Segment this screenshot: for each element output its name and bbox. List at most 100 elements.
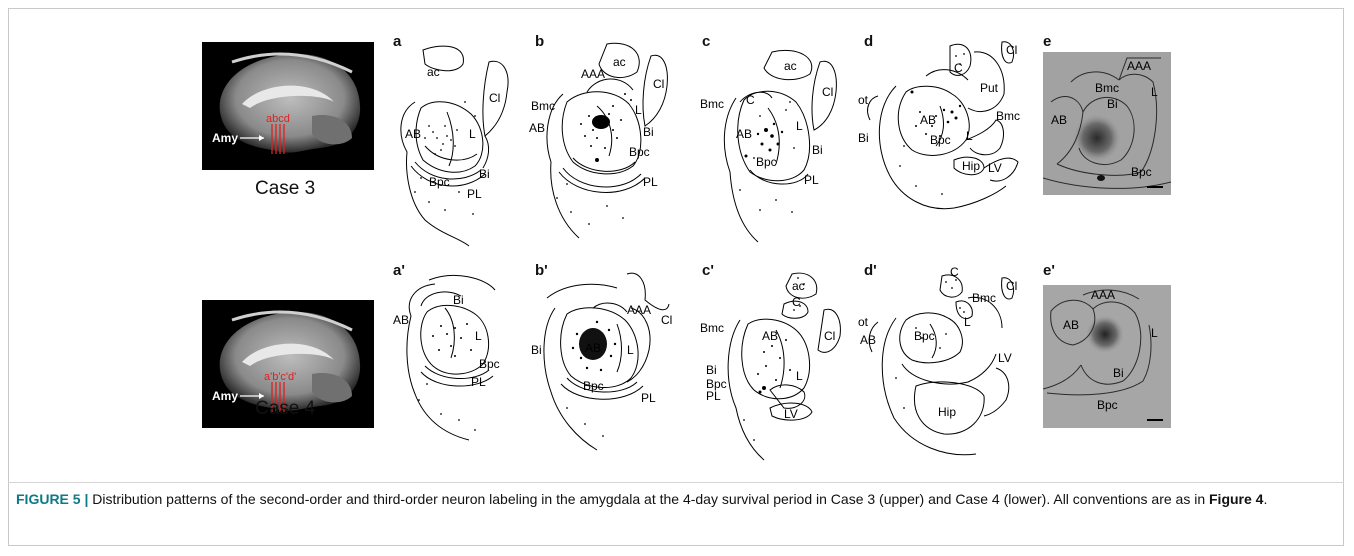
mri-sagittal-case3: abcd Amy	[202, 42, 374, 170]
micrograph-e: AAA Bmc Bi L AB Bpc	[1043, 52, 1171, 195]
region-label-hip: Hip	[938, 405, 956, 419]
region-label-bi: Bi	[858, 131, 869, 145]
caption-text: Distribution patterns of the second-orde…	[88, 491, 1209, 507]
region-label-lv: LV	[784, 407, 798, 421]
region-label-bi: Bi	[1107, 97, 1118, 111]
region-label-l: L	[796, 119, 803, 133]
region-label-ab: AB	[585, 341, 601, 355]
region-label-c: C	[950, 265, 959, 279]
region-label-ab: AB	[1063, 318, 1079, 332]
amy-label: Amy	[212, 131, 238, 145]
section-drawing-d: C Cl Put Bmc ot AB Bi Bpc L Hip LV	[856, 36, 1036, 256]
region-label-l: L	[627, 343, 634, 357]
region-label-lv: LV	[988, 161, 1002, 175]
region-label-bpc: Bpc	[429, 175, 450, 189]
region-label-bmc: Bmc	[996, 109, 1020, 123]
region-label-bi: Bi	[531, 343, 542, 357]
region-label-bpc: Bpc	[629, 145, 650, 159]
region-label-aaa: AAA	[581, 67, 605, 81]
region-label-hip: Hip	[962, 159, 980, 173]
region-label-bpc: Bpc	[479, 357, 500, 371]
section-drawing-d-prime: C Cl Bmc ot AB Bpc L LV Hip	[856, 268, 1036, 468]
region-label-pl: PL	[641, 391, 656, 405]
section-drawing-a: ac Cl AB L Bi Bpc PL	[385, 42, 525, 252]
caption-divider	[8, 482, 1344, 483]
region-label-pl: PL	[471, 375, 486, 389]
figure-label: FIGURE 5 |	[16, 491, 88, 507]
region-label-l: L	[966, 129, 973, 143]
region-label-bi: Bi	[1113, 366, 1124, 380]
region-label-cl: Cl	[661, 313, 672, 327]
region-label-ac: ac	[427, 65, 440, 79]
region-label-pl: PL	[804, 173, 819, 187]
region-label-c: C	[746, 93, 755, 107]
region-label-l: L	[1151, 85, 1158, 99]
region-label-cl: Cl	[824, 329, 835, 343]
region-label-ab: AB	[762, 329, 778, 343]
region-label-cl: Cl	[653, 77, 664, 91]
region-label-bpc: Bpc	[583, 379, 604, 393]
amy-label: Amy	[212, 389, 238, 403]
panel-letter-e-prime: e'	[1043, 262, 1055, 279]
region-label-aaa: AAA	[627, 303, 651, 317]
scale-bar	[1147, 186, 1163, 188]
region-label-ot: ot	[858, 315, 869, 329]
region-label-bi: Bi	[453, 293, 464, 307]
region-label-ab: AB	[736, 127, 752, 141]
region-label-pl: PL	[467, 187, 482, 201]
region-label-ac: ac	[792, 279, 805, 293]
scale-bar	[1147, 419, 1163, 421]
region-label-bi: Bi	[812, 143, 823, 157]
section-drawing-b: ac Cl AAA Bmc AB L Bi Bpc PL	[527, 38, 697, 253]
region-label-cl: Cl	[822, 85, 833, 99]
region-label-ab: AB	[405, 127, 421, 141]
mri-brain-image: abcd Amy	[202, 42, 374, 170]
region-label-pl: PL	[643, 175, 658, 189]
labeled-neurons-dots	[556, 93, 632, 225]
case4-label: Case 4	[255, 398, 315, 420]
region-label-l: L	[796, 369, 803, 383]
section-drawing-c: ac Cl C Bmc AB L Bi Bpc PL	[700, 40, 860, 250]
region-label-ot: ot	[858, 93, 869, 107]
region-label-bpc: Bpc	[756, 155, 777, 169]
region-label-bmc: Bmc	[531, 99, 555, 113]
figure-caption: FIGURE 5 | Distribution patterns of the …	[16, 490, 1336, 509]
region-label-l: L	[469, 127, 476, 141]
region-label-ab: AB	[393, 313, 409, 327]
region-label-ac: ac	[784, 59, 797, 73]
region-label-bi: Bi	[643, 125, 654, 139]
region-label-l: L	[1151, 326, 1158, 340]
region-label-bi: Bi	[706, 363, 717, 377]
region-label-bmc: Bmc	[700, 97, 724, 111]
region-label-aaa: AAA	[1091, 288, 1115, 302]
region-label-bi: Bi	[479, 167, 490, 181]
panel-letter-e: e	[1043, 33, 1051, 50]
figure-reference-link[interactable]: Figure 4	[1209, 491, 1263, 507]
region-label-bmc: Bmc	[700, 321, 724, 335]
region-label-ab: AB	[1051, 113, 1067, 127]
region-label-lv: LV	[998, 351, 1012, 365]
region-label-ab: AB	[529, 121, 545, 135]
region-label-bmc: Bmc	[972, 291, 996, 305]
region-label-l: L	[635, 103, 642, 117]
region-label-bpc: Bpc	[930, 133, 951, 147]
region-label-bpc: Bpc	[914, 329, 935, 343]
region-label-put: Put	[980, 81, 999, 95]
region-label-c: C	[954, 61, 963, 75]
region-label-bpc: Bpc	[1131, 165, 1152, 179]
region-label-bpc: Bpc	[1097, 398, 1118, 412]
region-label-cl: Cl	[1006, 43, 1017, 57]
region-label-bmc: Bmc	[1095, 81, 1119, 95]
section-drawing-a-prime: Bi AB L Bpc PL	[385, 270, 525, 450]
case3-label: Case 3	[255, 178, 315, 200]
region-label-aaa: AAA	[1127, 59, 1151, 73]
region-label-ab: AB	[860, 333, 876, 347]
labeled-neurons-dots	[895, 279, 965, 409]
region-label-l: L	[964, 315, 971, 329]
region-label-ac: ac	[613, 55, 626, 69]
section-drawing-b-prime: AAA Cl Bi AB L Bpc PL	[527, 268, 697, 458]
section-drawing-c-prime: ac C Cl Bmc AB Bi Bpc PL L LV	[700, 270, 860, 470]
micrograph-e-prime: AAA AB L Bi Bpc	[1043, 285, 1171, 428]
caption-end: .	[1263, 491, 1267, 507]
region-label-c: C	[792, 295, 801, 309]
